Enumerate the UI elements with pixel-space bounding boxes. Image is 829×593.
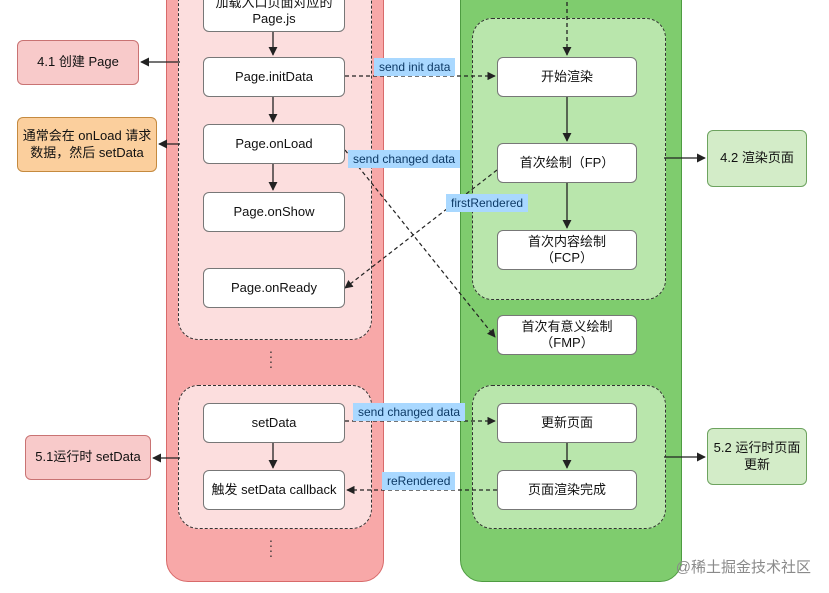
fp-label: 首次绘制（FP） — [519, 154, 615, 170]
fmp-node: 首次有意义绘制（FMP） — [497, 315, 637, 355]
render-page-note: 4.2 渲染页面 — [707, 130, 807, 187]
send-init-data-label: send init data — [374, 58, 456, 76]
page-onready-label: Page.onReady — [230, 279, 317, 295]
runtime-setdata-note: 5.1运行时 setData — [25, 435, 151, 480]
update-page-node: 更新页面 — [497, 403, 637, 443]
start-render-label: 开始渲染 — [540, 68, 593, 84]
load-page-js-node: 加载入口页面对应的 Page.js — [203, 0, 345, 32]
render-done-label: 页面渲染完成 — [527, 481, 606, 497]
page-initdata-node: Page.initData — [203, 57, 345, 97]
setdata-callback-label: 触发 setData callback — [211, 481, 337, 497]
onload-request-note: 通常会在 onLoad 请求数据，然后 setData — [17, 117, 157, 172]
runtime-update-note: 5.2 运行时页面更新 — [707, 428, 807, 485]
fcp-label: 首次内容绘制（FCP） — [527, 233, 606, 265]
continuation-dots: ···· — [268, 532, 274, 563]
update-page-label: 更新页面 — [540, 414, 593, 430]
setdata-callback-node: 触发 setData callback — [203, 470, 345, 510]
runtime-update-note-label: 5.2 运行时页面更新 — [713, 439, 801, 472]
continuation-dots: ···· — [268, 343, 274, 374]
render-page-note-label: 4.2 渲染页面 — [720, 150, 794, 166]
page-onready-node: Page.onReady — [203, 268, 345, 308]
first-rendered-label: firstRendered — [446, 194, 529, 212]
send-changed-data-label-2: send changed data — [353, 403, 466, 421]
page-onload-label: Page.onLoad — [235, 135, 313, 151]
setdata-node: setData — [203, 403, 345, 443]
fmp-label: 首次有意义绘制（FMP） — [521, 318, 613, 350]
start-render-node: 开始渲染 — [497, 57, 637, 97]
page-onshow-node: Page.onShow — [203, 192, 345, 232]
runtime-setdata-note-label: 5.1运行时 setData — [35, 449, 141, 465]
fcp-node: 首次内容绘制（FCP） — [497, 230, 637, 270]
create-page-note: 4.1 创建 Page — [17, 40, 139, 85]
page-onload-node: Page.onLoad — [203, 124, 345, 164]
render-done-node: 页面渲染完成 — [497, 470, 637, 510]
setdata-label: setData — [251, 414, 297, 430]
create-page-note-label: 4.1 创建 Page — [37, 54, 119, 70]
watermark: @稀土掘金技术社区 — [675, 559, 811, 576]
onload-request-note-label: 通常会在 onLoad 请求数据，然后 setData — [22, 127, 152, 160]
rerendered-label: reRendered — [382, 472, 456, 490]
page-initdata-label: Page.initData — [234, 68, 314, 84]
load-page-js-label: 加载入口页面对应的 Page.js — [215, 0, 333, 26]
page-onshow-label: Page.onShow — [233, 203, 315, 219]
send-changed-data-label-1: send changed data — [348, 150, 461, 168]
fp-node: 首次绘制（FP） — [497, 143, 637, 183]
